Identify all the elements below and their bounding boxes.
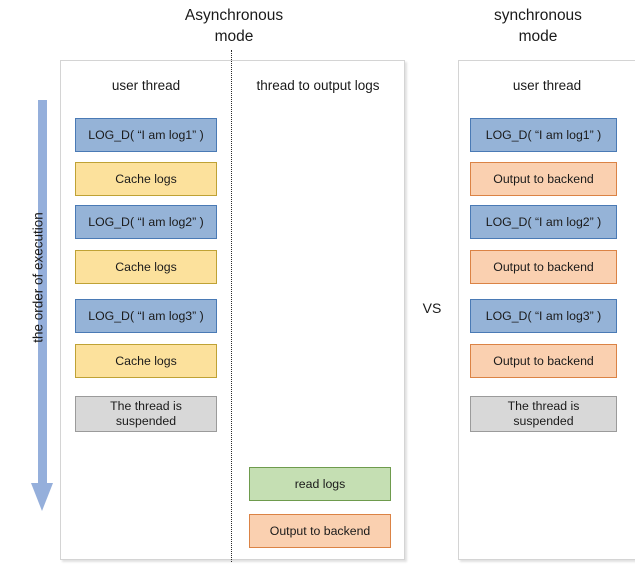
step-box-cache-logs-1[interactable]: Cache logs <box>75 162 217 196</box>
sync-mode-title: synchronous mode <box>494 7 582 45</box>
step-box-log3-sync[interactable]: LOG_D( “I am log3” ) <box>470 299 617 333</box>
async-output-thread-header: thread to output logs <box>256 78 380 93</box>
sync-user-thread-header: user thread <box>512 78 582 93</box>
step-box-log2-sync[interactable]: LOG_D( “I am log2” ) <box>470 205 617 239</box>
order-of-execution-label: the order of execution <box>30 212 46 343</box>
step-box-log3-async[interactable]: LOG_D( “I am log3” ) <box>75 299 217 333</box>
step-box-thread-suspended-sync[interactable]: The thread is suspended <box>470 396 617 432</box>
step-box-output-to-backend-async[interactable]: Output to backend <box>249 514 391 548</box>
step-box-log2-async[interactable]: LOG_D( “I am log2” ) <box>75 205 217 239</box>
vs-label: VS <box>422 300 442 316</box>
arrow-down-icon <box>31 483 53 511</box>
step-box-log1-sync[interactable]: LOG_D( “I am log1” ) <box>470 118 617 152</box>
async-mode-title: Asynchronous mode <box>184 7 284 45</box>
step-box-output-to-backend-2[interactable]: Output to backend <box>470 250 617 284</box>
async-user-thread-header: user thread <box>111 78 181 93</box>
step-box-read-logs[interactable]: read logs <box>249 467 391 501</box>
step-box-output-to-backend-3[interactable]: Output to backend <box>470 344 617 378</box>
step-box-thread-suspended-async[interactable]: The thread is suspended <box>75 396 217 432</box>
thread-divider-dotted-line <box>231 50 232 562</box>
step-box-cache-logs-3[interactable]: Cache logs <box>75 344 217 378</box>
order-of-execution-arrow: the order of execution <box>10 100 58 515</box>
step-box-cache-logs-2[interactable]: Cache logs <box>75 250 217 284</box>
step-box-log1-async[interactable]: LOG_D( “I am log1” ) <box>75 118 217 152</box>
step-box-output-to-backend-1[interactable]: Output to backend <box>470 162 617 196</box>
arrow-shaft <box>38 100 47 485</box>
